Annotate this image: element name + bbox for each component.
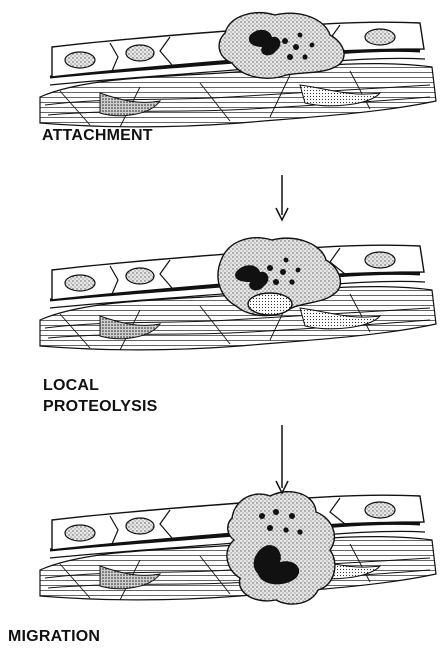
- label-proteolysis: PROTEOLYSIS: [43, 397, 158, 416]
- label-local: LOCAL: [43, 376, 99, 395]
- label-attachment: ATTACHMENT: [42, 126, 153, 145]
- arrow-2: [276, 425, 288, 493]
- panel-migration: [40, 492, 436, 604]
- panel-local-proteolysis: [40, 238, 436, 350]
- panel-attachment: [40, 13, 436, 127]
- tumor-cell: [219, 13, 344, 78]
- label-migration: MIGRATION: [8, 627, 100, 646]
- arrow-1: [276, 175, 288, 220]
- proteolysis-zone: [248, 293, 292, 315]
